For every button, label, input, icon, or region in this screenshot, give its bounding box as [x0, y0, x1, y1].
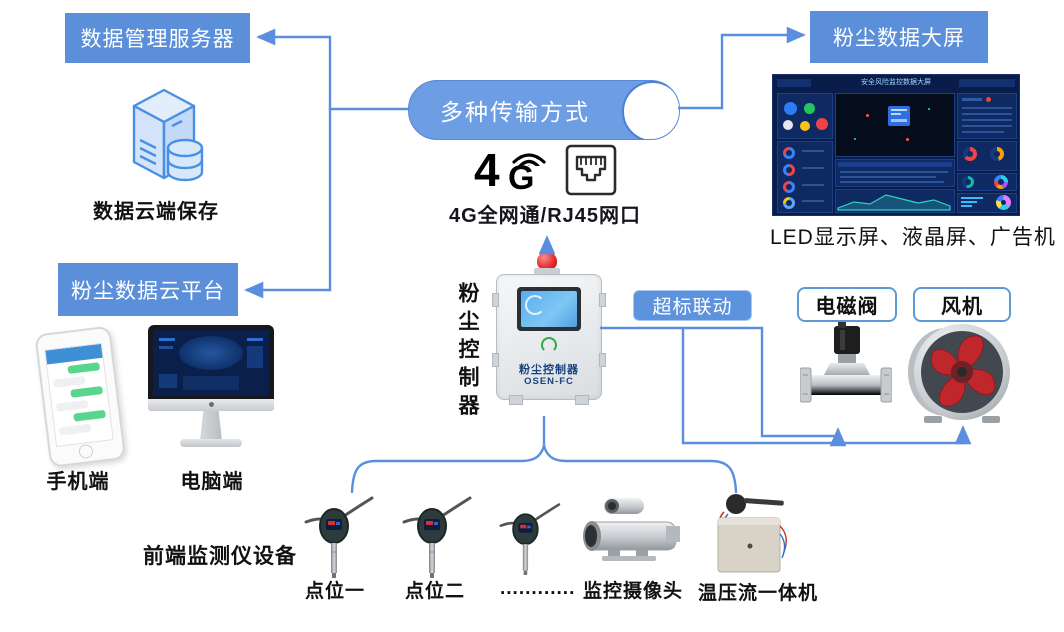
4g-digit: 4 — [474, 144, 500, 196]
camera-label: 监控摄像头 — [582, 581, 683, 602]
alarm-beacon-icon — [534, 252, 560, 276]
big-screen-label: 粉尘数据大屏 — [833, 27, 965, 50]
transmission-caption: 4G全网通/RJ45网口 — [448, 205, 642, 227]
phone-caption: 手机端 — [46, 471, 110, 493]
dust-controller-device: 粉尘控制器 OSEN-FC — [492, 252, 606, 405]
device-screen-title: 粉尘控制器 — [519, 364, 579, 376]
cloud-platform-label: 粉尘数据云平台 — [71, 279, 225, 303]
controller-body: 粉尘控制器 OSEN-FC — [492, 274, 606, 405]
dashboard-title: 安全风险监控数据大屏 — [861, 79, 931, 86]
sensor-icon-1 — [304, 496, 374, 578]
pill-crescent-decoration — [622, 81, 679, 139]
sensor-more-label: ............ — [500, 578, 576, 599]
arrow-to-fan — [681, 328, 972, 445]
brace-connector — [350, 441, 738, 494]
arrow-to-cloud-platform — [244, 109, 332, 299]
arrow-to-valve — [600, 326, 847, 447]
rj45-icon — [565, 144, 617, 196]
cloud-platform-box: 粉尘数据云平台 — [58, 263, 238, 316]
valve-box: 电磁阀 — [797, 287, 897, 322]
controller-logo-icon — [541, 337, 557, 353]
tpf-unit-icon — [717, 494, 787, 573]
linkage-box: 超标联动 — [633, 290, 752, 321]
device-model: OSEN-FC — [524, 376, 574, 387]
led-caption: LED显示屏、液晶屏、广告机 — [770, 226, 1056, 249]
linkage-label: 超标联动 — [652, 297, 733, 318]
sensor-icon-3 — [499, 503, 561, 575]
sensor-icon-2 — [402, 496, 472, 578]
fan-box: 风机 — [913, 287, 1011, 322]
dashboard-image: 安全风险监控数据大屏 — [772, 74, 1020, 216]
tpf-label: 温压流一体机 — [698, 583, 819, 604]
camera-icon — [583, 498, 680, 561]
4g-icon: 4G 4 G — [474, 146, 556, 198]
sensor1-label: 点位一 — [304, 581, 365, 602]
server-caption: 数据云端保存 — [93, 201, 219, 223]
server-icon — [132, 88, 204, 182]
frontend-caption: 前端监测仪设备 — [143, 545, 297, 568]
fan-icon — [908, 324, 1010, 423]
valve-label: 电磁阀 — [815, 296, 879, 318]
solenoid-valve-icon — [800, 322, 892, 403]
controller-vertical-label: 粉尘控制器 — [456, 282, 479, 422]
arrow-to-data-server — [256, 28, 408, 111]
transmission-label: 多种传输方式 — [440, 99, 590, 125]
pc-icon — [148, 325, 274, 463]
4g-signal-arcs — [512, 153, 546, 166]
transmission-pill: 多种传输方式 — [408, 80, 680, 140]
pc-caption: 电脑端 — [180, 471, 244, 493]
4g-letter: G — [508, 159, 535, 197]
controller-screen — [517, 287, 581, 331]
data-server-box: 数据管理服务器 — [65, 13, 250, 63]
data-server-label: 数据管理服务器 — [80, 28, 235, 51]
big-screen-box: 粉尘数据大屏 — [810, 11, 988, 63]
fan-label: 风机 — [941, 296, 983, 318]
sensor2-label: 点位二 — [404, 581, 465, 602]
arrow-to-big-screen — [678, 26, 806, 110]
